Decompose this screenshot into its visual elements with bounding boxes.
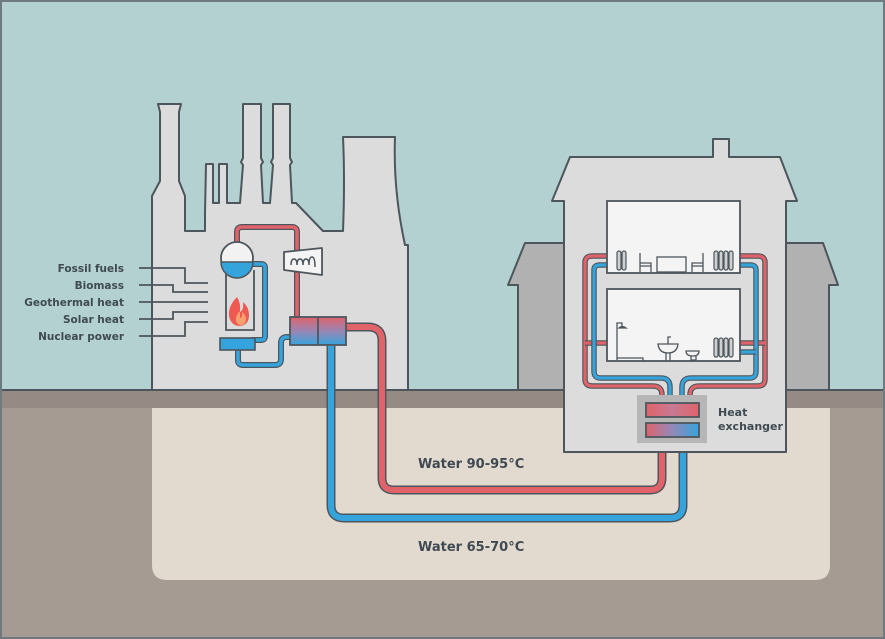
neighbor-house-right bbox=[779, 242, 839, 391]
radiator-icon bbox=[713, 337, 734, 358]
label-fossil-fuels: Fossil fuels bbox=[58, 263, 124, 275]
label-biomass: Biomass bbox=[75, 280, 124, 292]
biomass-line bbox=[139, 284, 208, 293]
upper-room bbox=[606, 200, 741, 274]
distribution-pipes bbox=[326, 322, 688, 523]
building-heat-exchanger bbox=[637, 395, 707, 443]
house-supply-right bbox=[688, 254, 767, 420]
turbine-coil-icon bbox=[290, 256, 316, 268]
return-pipe bbox=[328, 346, 686, 521]
boiler bbox=[219, 241, 256, 351]
plant-heat-exchanger bbox=[289, 316, 347, 346]
label-nuclear-power: Nuclear power bbox=[38, 331, 125, 343]
supply-temperature-label: Water 90-95°C bbox=[418, 457, 524, 472]
shower-icon bbox=[616, 322, 644, 361]
radiator-icon bbox=[616, 250, 627, 271]
house-return-left bbox=[592, 263, 672, 420]
steam-pipe bbox=[235, 225, 299, 320]
house-return-right bbox=[680, 263, 758, 420]
house-pipes bbox=[582, 253, 768, 420]
toilet-icon bbox=[685, 350, 700, 361]
turbine bbox=[283, 247, 323, 276]
feedwater-pipe bbox=[236, 335, 294, 367]
neighbor-house-left bbox=[507, 242, 571, 391]
return-temperature-label: Water 65-70°C bbox=[418, 540, 524, 555]
nuclear-power-line bbox=[139, 321, 208, 337]
label-solar-heat: Solar heat bbox=[63, 314, 124, 326]
solar-heat-line bbox=[139, 311, 208, 320]
label-geothermal-heat: Geothermal heat bbox=[24, 297, 124, 309]
radiator-icon bbox=[713, 250, 734, 271]
house-supply-left bbox=[583, 254, 664, 420]
table-and-chairs-icon bbox=[639, 253, 704, 273]
supply-pipe bbox=[345, 324, 665, 493]
lower-room bbox=[606, 288, 741, 362]
heat-exchanger-label-line1: Heat bbox=[718, 406, 747, 419]
boiler-pump bbox=[219, 337, 256, 351]
energy-source-lines bbox=[139, 267, 208, 337]
sink-icon bbox=[657, 336, 679, 361]
heat-exchanger-label-line2: exchanger bbox=[718, 420, 783, 433]
plant-pipes bbox=[234, 224, 300, 368]
boiler-return-pipe bbox=[250, 262, 267, 342]
energy-source-labels: Fossil fuels Biomass Geothermal heat Sol… bbox=[24, 263, 125, 343]
fossil-fuels-line bbox=[139, 267, 208, 284]
